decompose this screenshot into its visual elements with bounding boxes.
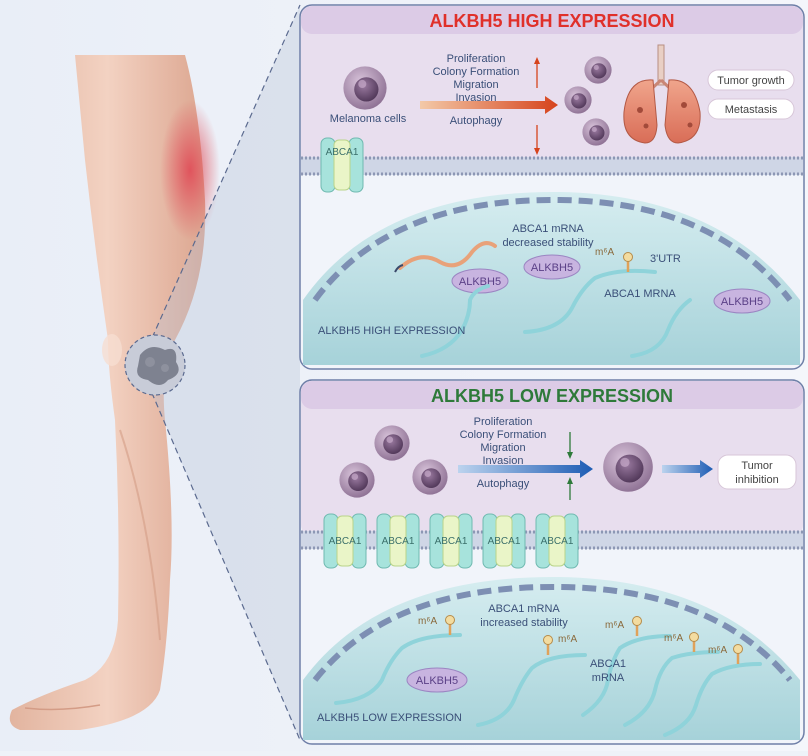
low-alkbh5 bbox=[406, 667, 468, 693]
low-m6a-label-2: m⁶A bbox=[558, 634, 577, 645]
low-expression-panel: ALKBH5 LOW EXPRESSION Proliferation Colo… bbox=[299, 379, 805, 745]
high-m6a-label: m⁶A bbox=[595, 247, 614, 258]
high-alkbh5-label-1: ALKBH5 bbox=[459, 276, 501, 288]
low-m6a-label-1: m⁶A bbox=[418, 616, 437, 627]
low-mrna-label-2: mRNA bbox=[592, 672, 625, 684]
high-tumor-cell bbox=[584, 56, 612, 84]
high-abca1-label: ABCA1 bbox=[326, 147, 359, 158]
low-arrow bbox=[458, 460, 593, 478]
low-alkbh5-label: ALKBH5 bbox=[416, 675, 458, 687]
low-mrna-strands bbox=[334, 633, 762, 737]
leg-illustration bbox=[9, 55, 220, 730]
outcome-metastasis-label: Metastasis bbox=[725, 104, 778, 116]
low-m6a-label-5: m⁶A bbox=[708, 645, 727, 656]
low-melanoma-cell bbox=[412, 459, 448, 495]
high-membrane bbox=[301, 156, 803, 176]
low-outcome-arrow bbox=[662, 460, 713, 478]
high-mrna-note-1: ABCA1 mRNA bbox=[512, 223, 584, 235]
high-nucleus-label: ALKBH5 HIGH EXPRESSION bbox=[318, 325, 465, 337]
low-melanoma-cell bbox=[374, 425, 410, 461]
low-process-5: Autophagy bbox=[477, 478, 530, 490]
degraded-mrna bbox=[398, 241, 497, 270]
low-melanoma-cell bbox=[339, 462, 375, 498]
high-cells-label: Melanoma cells bbox=[330, 113, 407, 125]
low-abca1-label-1: ABCA1 bbox=[329, 536, 362, 547]
inflammation-area bbox=[160, 100, 220, 240]
high-alkbh5-2 bbox=[523, 254, 581, 280]
low-mrna-label-1: ABCA1 bbox=[590, 658, 626, 670]
low-abca1-label-5: ABCA1 bbox=[541, 536, 574, 547]
high-alkbh5-1 bbox=[451, 268, 509, 294]
zoom-lines bbox=[124, 4, 301, 741]
high-process-5: Autophagy bbox=[450, 115, 503, 127]
high-expression-panel: ALKBH5 HIGH EXPRESSION ABCA1 Melanoma ce… bbox=[299, 4, 805, 370]
outcome-tumor-inhibition-label-1: Tumor bbox=[741, 460, 773, 472]
low-tumor-cell bbox=[603, 442, 653, 492]
high-arrow bbox=[420, 96, 558, 114]
high-mrna-note-2: decreased stability bbox=[502, 237, 594, 249]
low-abca1-label-2: ABCA1 bbox=[382, 536, 415, 547]
low-process-3: Migration bbox=[480, 442, 525, 454]
low-mrna-note-1: ABCA1 mRNA bbox=[488, 603, 560, 615]
low-mrna-note-2: increased stability bbox=[480, 617, 568, 629]
high-mrna-label: ABCA1 MRNA bbox=[604, 288, 676, 300]
outcome-metastasis bbox=[707, 98, 795, 120]
low-down-arrows bbox=[567, 432, 573, 500]
low-title: ALKBH5 LOW EXPRESSION bbox=[431, 386, 673, 406]
outcome-tumor-inhibition-label-2: inhibition bbox=[735, 474, 778, 486]
low-nucleus-label: ALKBH5 LOW EXPRESSION bbox=[317, 712, 462, 724]
high-melanoma-cell bbox=[343, 66, 387, 110]
high-3utr-label: 3'UTR bbox=[650, 253, 681, 265]
low-process-2: Colony Formation bbox=[460, 429, 547, 441]
high-title: ALKBH5 HIGH EXPRESSION bbox=[429, 11, 674, 31]
lungs-icon bbox=[623, 44, 701, 144]
outcome-tumor-growth bbox=[707, 69, 795, 91]
high-process-1: Proliferation bbox=[447, 53, 506, 65]
low-abca1-label-3: ABCA1 bbox=[435, 536, 468, 547]
high-alkbh5-label-2: ALKBH5 bbox=[531, 262, 573, 274]
high-alkbh5-3 bbox=[713, 288, 771, 314]
high-process-2: Colony Formation bbox=[433, 66, 520, 78]
high-process-3: Migration bbox=[453, 79, 498, 91]
outcome-tumor-inhibition bbox=[717, 454, 797, 490]
outcome-tumor-growth-label: Tumor growth bbox=[717, 75, 784, 87]
high-alkbh5-label-3: ALKBH5 bbox=[721, 296, 763, 308]
high-mrna-strands bbox=[420, 268, 692, 358]
high-tumor-cell bbox=[582, 118, 610, 146]
low-abca1-label-4: ABCA1 bbox=[488, 536, 521, 547]
high-tumor-cell bbox=[564, 86, 592, 114]
low-process-1: Proliferation bbox=[474, 416, 533, 428]
high-up-arrows bbox=[534, 57, 540, 155]
low-process-4: Invasion bbox=[483, 455, 524, 467]
low-m6a-label-4: m⁶A bbox=[664, 633, 683, 644]
low-m6a-label-3: m⁶A bbox=[605, 620, 624, 631]
